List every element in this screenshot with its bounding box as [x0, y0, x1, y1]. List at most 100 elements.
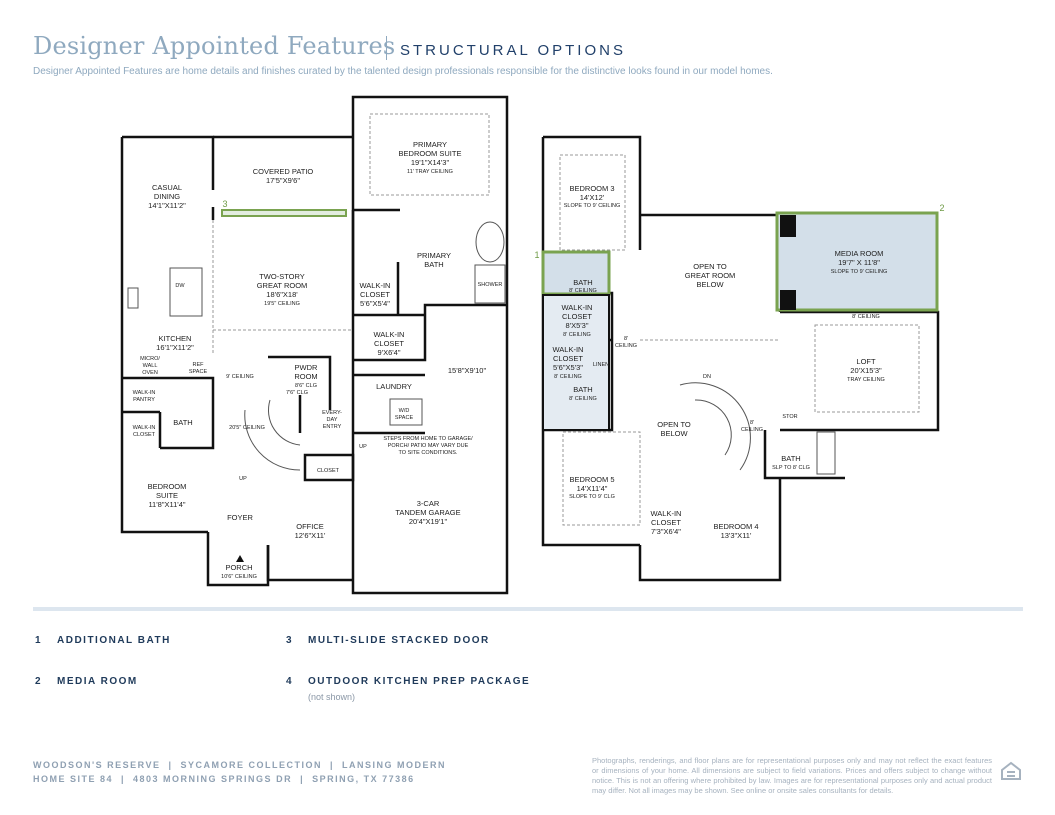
title-divider: [386, 36, 387, 60]
svg-text:20'X15'3": 20'X15'3": [850, 366, 882, 375]
svg-text:STEPS FROM HOME TO GARAGE/: STEPS FROM HOME TO GARAGE/: [383, 436, 473, 442]
svg-text:3-CAR: 3-CAR: [417, 499, 440, 508]
svg-text:MICRO/: MICRO/: [140, 356, 160, 362]
svg-text:BEDROOM 3: BEDROOM 3: [569, 184, 614, 193]
svg-text:OPEN TO: OPEN TO: [657, 420, 691, 429]
svg-text:BEDROOM 4: BEDROOM 4: [713, 522, 758, 531]
svg-text:8' CEILING: 8' CEILING: [554, 374, 582, 380]
legend-label: OUTDOOR KITCHEN PREP PACKAGE: [308, 676, 531, 687]
svg-text:SHOWER: SHOWER: [478, 282, 503, 288]
svg-text:WALK-IN: WALK-IN: [133, 425, 156, 431]
svg-text:WALK-IN: WALK-IN: [651, 509, 682, 518]
svg-text:UP: UP: [359, 444, 367, 450]
svg-text:BEDROOM: BEDROOM: [148, 482, 187, 491]
svg-text:20'4"X19'1": 20'4"X19'1": [409, 517, 448, 526]
svg-text:WALK-IN: WALK-IN: [133, 390, 156, 396]
svg-text:OVEN: OVEN: [142, 370, 158, 376]
svg-text:20'5" CEILING: 20'5" CEILING: [229, 425, 265, 431]
equal-housing-icon: [1001, 761, 1021, 780]
svg-text:CLOSET: CLOSET: [317, 468, 340, 474]
community-line: WOODSON'S RESERVE | SYCAMORE COLLECTION …: [33, 760, 447, 770]
svg-text:12'6"X11': 12'6"X11': [295, 531, 326, 540]
svg-text:FOYER: FOYER: [227, 513, 253, 522]
section-divider: [33, 607, 1023, 611]
first-floor-walls: [120, 95, 509, 595]
svg-text:MEDIA ROOM: MEDIA ROOM: [835, 249, 884, 258]
svg-text:10'6" CEILING: 10'6" CEILING: [221, 574, 257, 580]
address-line: HOME SITE 84 | 4803 MORNING SPRINGS DR |…: [33, 774, 415, 784]
svg-text:7'3"X6'4": 7'3"X6'4": [651, 527, 681, 536]
svg-text:ENTRY: ENTRY: [323, 424, 342, 430]
svg-text:TRAY CEILING: TRAY CEILING: [847, 377, 885, 383]
svg-text:14'X11'4": 14'X11'4": [577, 484, 608, 493]
legend-label: ADDITIONAL BATH: [57, 635, 171, 646]
svg-text:WALK-IN: WALK-IN: [360, 281, 391, 290]
svg-text:TANDEM GARAGE: TANDEM GARAGE: [395, 508, 460, 517]
svg-text:CLOSET: CLOSET: [133, 432, 156, 438]
svg-text:8' CEILING: 8' CEILING: [569, 396, 597, 402]
svg-text:CLOSET: CLOSET: [651, 518, 681, 527]
svg-text:BEDROOM 5: BEDROOM 5: [569, 475, 614, 484]
svg-text:DW: DW: [175, 283, 185, 289]
svg-text:BATH: BATH: [573, 278, 592, 287]
second-floor-labels: BEDROOM 3 14'X12' SLOPE TO 9' CEILING OP…: [553, 184, 888, 540]
svg-text:CASUAL: CASUAL: [152, 183, 182, 192]
svg-text:DAY: DAY: [327, 417, 338, 423]
svg-text:LAUNDRY: LAUNDRY: [376, 382, 412, 391]
legend-label: MEDIA ROOM: [57, 676, 138, 687]
svg-text:TWO-STORY: TWO-STORY: [259, 272, 305, 281]
svg-text:8': 8': [624, 336, 628, 342]
svg-text:SPACE: SPACE: [395, 415, 414, 421]
svg-text:9' CEILING: 9' CEILING: [226, 374, 254, 380]
svg-text:PORCH: PORCH: [225, 563, 252, 572]
legend-item-1: 1 ADDITIONAL BATH: [35, 635, 171, 646]
svg-text:DN: DN: [703, 374, 711, 380]
entry-arrow-icon: [236, 555, 244, 562]
svg-text:GREAT ROOM: GREAT ROOM: [257, 281, 308, 290]
section-title: STRUCTURAL OPTIONS: [400, 42, 626, 59]
svg-text:TO SITE CONDITIONS.: TO SITE CONDITIONS.: [399, 450, 458, 456]
column: [780, 215, 796, 237]
svg-text:DINING: DINING: [154, 192, 180, 201]
svg-text:18'6"X18': 18'6"X18': [266, 290, 298, 299]
svg-text:LINEN: LINEN: [593, 362, 609, 368]
svg-text:UP: UP: [239, 476, 247, 482]
svg-text:9'X6'4": 9'X6'4": [377, 348, 400, 357]
callout-2: 2: [939, 203, 944, 213]
svg-text:SPACE: SPACE: [189, 369, 208, 375]
svg-text:SLOPE TO 9' CEILING: SLOPE TO 9' CEILING: [564, 203, 620, 209]
svg-text:14'1"X11'2": 14'1"X11'2": [148, 201, 186, 210]
closet-block: [542, 294, 610, 431]
svg-text:5'6"X5'4": 5'6"X5'4": [360, 299, 390, 308]
svg-text:BEDROOM SUITE: BEDROOM SUITE: [399, 149, 462, 158]
svg-text:8' CEILING: 8' CEILING: [852, 314, 880, 320]
svg-text:STOR: STOR: [782, 414, 797, 420]
svg-text:BELOW: BELOW: [696, 280, 724, 289]
svg-text:8'6" CLG: 8'6" CLG: [295, 383, 317, 389]
callout-1: 1: [534, 250, 539, 260]
svg-text:CLOSET: CLOSET: [360, 290, 390, 299]
svg-text:14'X12': 14'X12': [580, 193, 605, 202]
svg-text:SLOPE TO 9' CLG: SLOPE TO 9' CLG: [569, 494, 615, 500]
svg-text:8' CEILING: 8' CEILING: [569, 288, 597, 294]
svg-text:13'3"X11': 13'3"X11': [721, 531, 752, 540]
svg-text:SUITE: SUITE: [156, 491, 178, 500]
first-floor-fixtures: [127, 221, 506, 471]
svg-text:REF: REF: [193, 362, 205, 368]
highlight-media-room: [775, 211, 939, 312]
callout-3: 3: [222, 199, 227, 209]
svg-text:CEILING: CEILING: [741, 427, 763, 433]
svg-text:BATH: BATH: [781, 454, 800, 463]
svg-text:19'5" CEILING: 19'5" CEILING: [264, 301, 300, 307]
svg-text:PRIMARY: PRIMARY: [417, 251, 451, 260]
svg-text:SLP TO 8' CLG: SLP TO 8' CLG: [772, 465, 810, 471]
svg-text:COVERED PATIO: COVERED PATIO: [253, 167, 314, 176]
svg-text:17'5"X9'6": 17'5"X9'6": [266, 176, 300, 185]
legend-number: 1: [35, 635, 43, 646]
svg-text:BATH: BATH: [573, 385, 592, 394]
svg-text:WALK-IN: WALK-IN: [553, 345, 584, 354]
page-description: Designer Appointed Features are home det…: [33, 66, 773, 77]
svg-text:11'8"X11'4": 11'8"X11'4": [148, 500, 185, 509]
